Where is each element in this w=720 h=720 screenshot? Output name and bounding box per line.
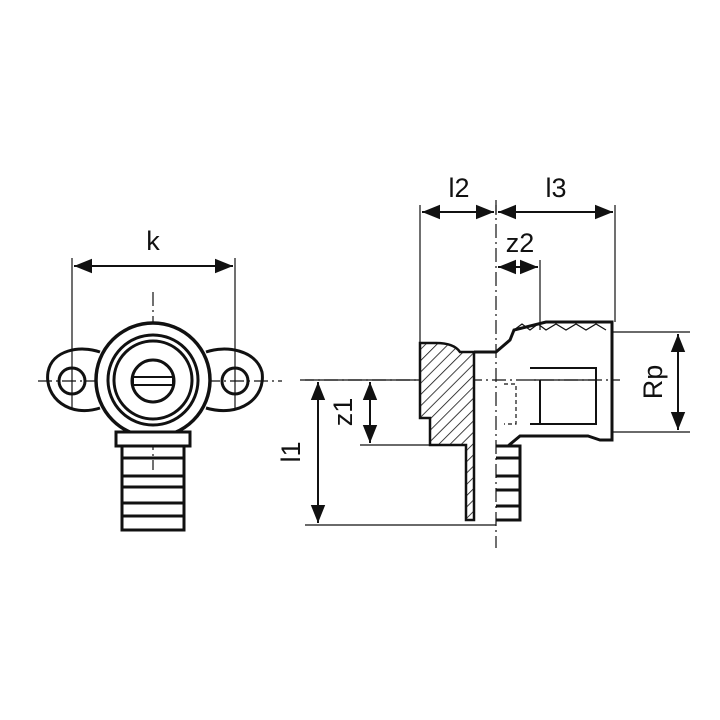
body-inner-circle	[112, 339, 194, 421]
bore-slot	[132, 376, 174, 386]
l1-label: l1	[276, 441, 306, 462]
right-ear	[205, 347, 264, 413]
l2-label: l2	[448, 173, 469, 203]
z1-label: z1	[328, 398, 358, 427]
k-label: k	[146, 226, 160, 256]
mounting-plate-section	[418, 341, 476, 522]
z2-label: z2	[506, 228, 535, 258]
neck	[114, 430, 192, 448]
rp-label: Rp	[638, 365, 668, 400]
side-view: l2 l3 z2 Rp z1 l1	[276, 173, 690, 548]
front-view: k	[38, 226, 282, 532]
left-ear	[46, 347, 101, 413]
l3-label: l3	[545, 173, 566, 203]
outlet-pipe	[496, 444, 522, 522]
thread-top	[513, 323, 607, 331]
body-outline	[474, 320, 614, 448]
inner-bore	[530, 367, 597, 425]
body-mid-circle	[106, 333, 200, 427]
hidden-line	[504, 383, 517, 425]
